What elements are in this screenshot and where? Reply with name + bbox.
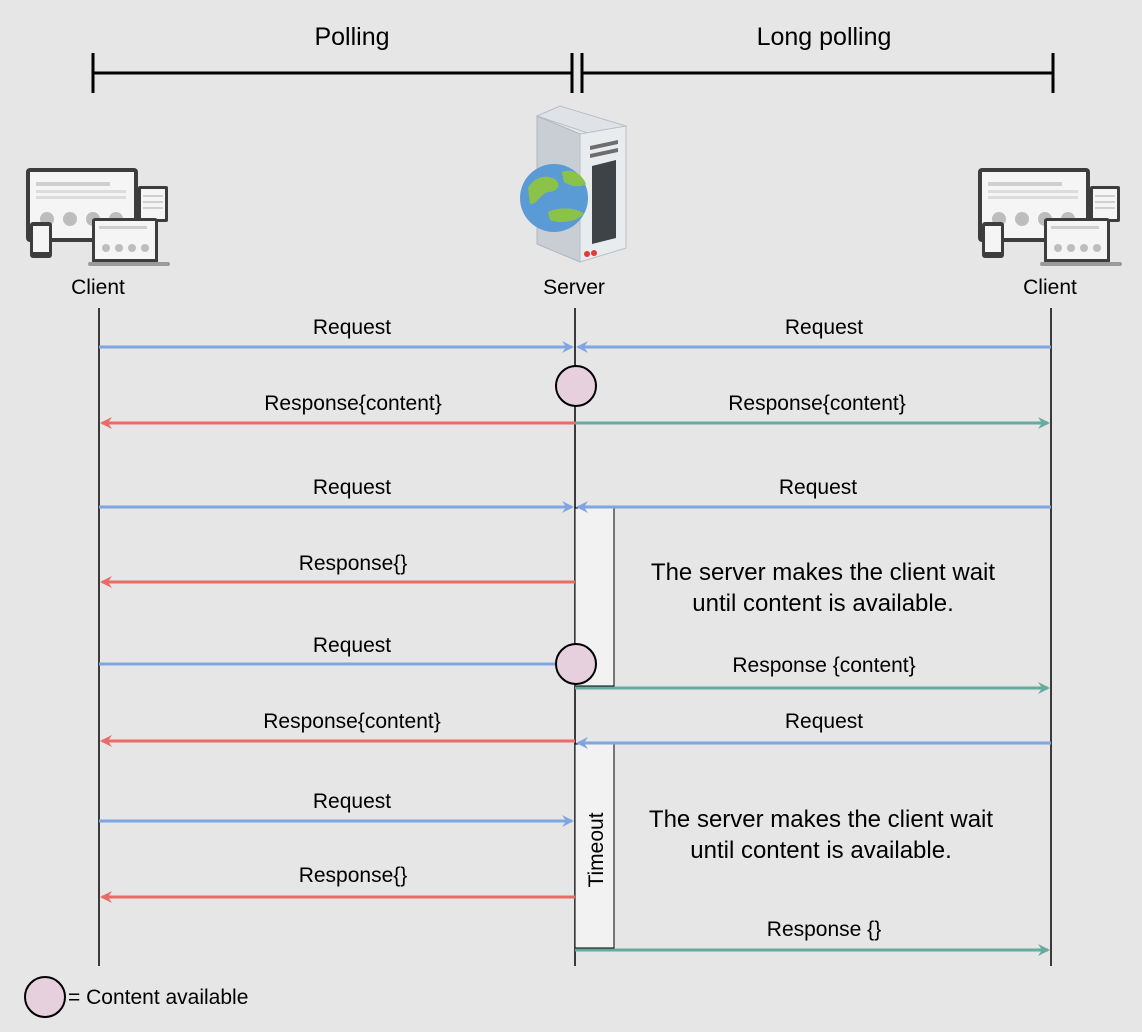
polling-message-label: Request — [313, 316, 391, 339]
content-available-marker — [555, 365, 597, 407]
actor-client-left: Client — [71, 276, 125, 299]
long-polling-message-label: Response {content} — [732, 654, 915, 677]
long-polling-span — [580, 53, 1055, 93]
polling-message-label: Response{content} — [264, 392, 441, 415]
actor-server: Server — [543, 276, 605, 299]
polling-message-label: Request — [313, 634, 391, 657]
long-polling-message-label: Request — [785, 710, 863, 733]
long-polling-message-label: Response {} — [767, 918, 881, 941]
long-polling-title: Long polling — [757, 23, 892, 51]
timeout-activation-box — [574, 743, 615, 949]
wait-note-line: The server makes the client wait — [649, 806, 993, 833]
polling-message-label: Request — [313, 790, 391, 813]
wait-note-line: The server makes the client wait — [651, 559, 995, 586]
content-available-marker — [555, 643, 597, 685]
actor-client-right: Client — [1023, 276, 1077, 299]
legend-label: = Content available — [68, 986, 248, 1009]
timeout-label: Timeout — [585, 812, 608, 887]
wait-note-line: until content is available. — [690, 837, 952, 864]
polling-message-label: Response{} — [299, 552, 408, 575]
polling-message-label: Response{} — [299, 864, 408, 887]
long-polling-message-label: Request — [779, 476, 857, 499]
polling-message-label: Response{content} — [263, 710, 440, 733]
polling-message-label: Request — [313, 476, 391, 499]
client-devices-icon — [978, 168, 1122, 266]
long-polling-message-label: Response{content} — [728, 392, 905, 415]
client-devices-icon — [26, 168, 170, 266]
legend-marker — [24, 976, 66, 1018]
long-polling-message-label: Request — [785, 316, 863, 339]
wait-note-line: until content is available. — [692, 590, 954, 617]
web-server-icon — [520, 105, 628, 263]
polling-title: Polling — [314, 23, 389, 51]
polling-span — [91, 53, 574, 93]
